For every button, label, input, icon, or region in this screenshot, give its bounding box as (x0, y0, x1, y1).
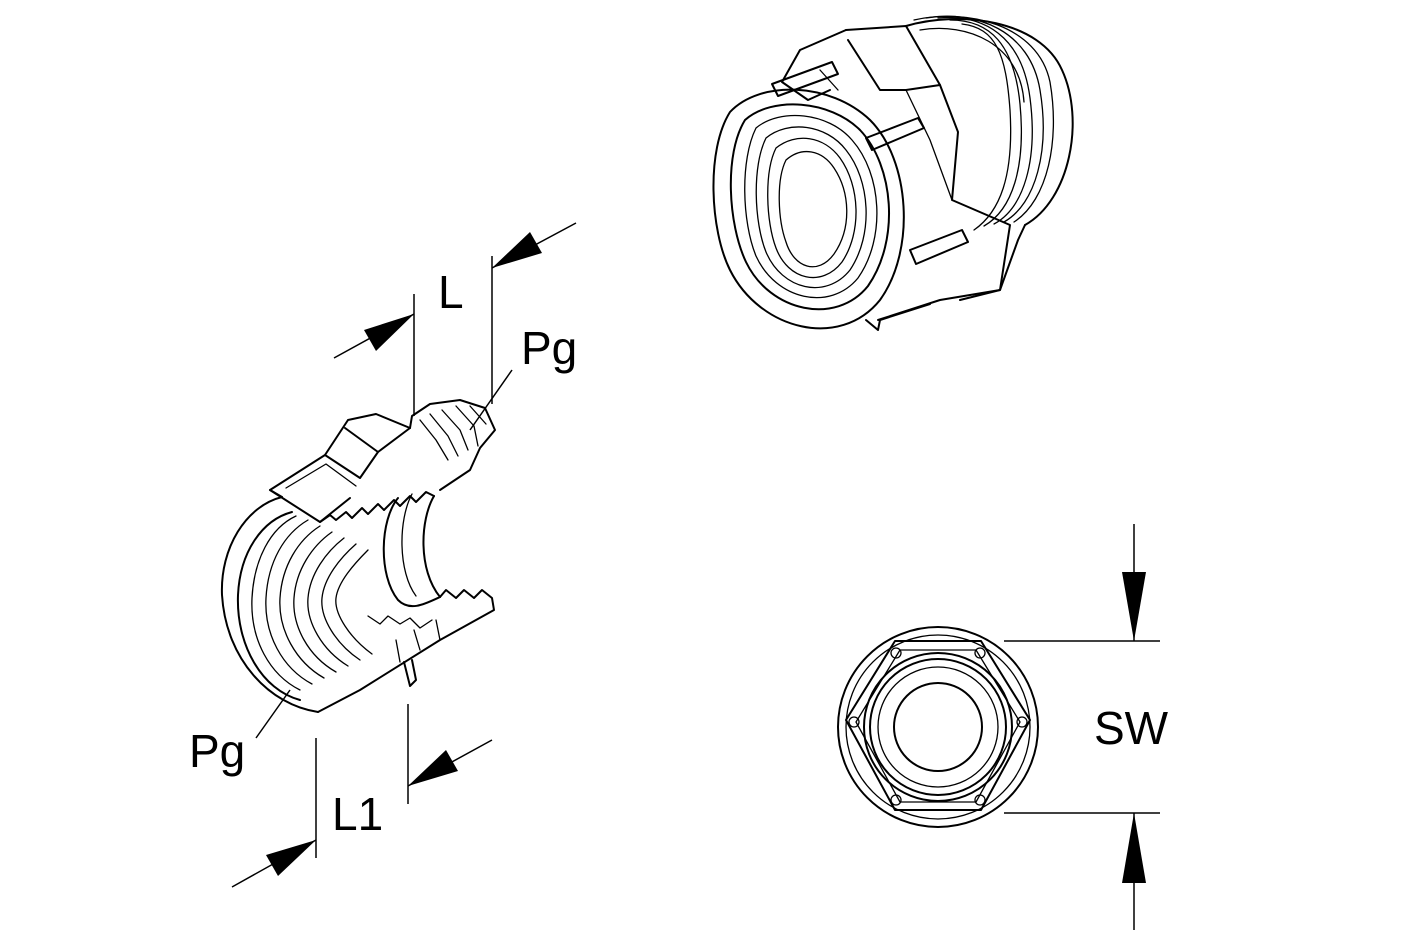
adapter-front-view (837, 626, 1039, 828)
label-sw: SW (1094, 702, 1169, 754)
dimension-l: L (333, 222, 577, 416)
leader-pg-top: Pg (469, 322, 577, 431)
label-pg-bottom: Pg (189, 725, 245, 777)
label-pg-top: Pg (521, 322, 577, 374)
dimension-sw: SW (1004, 524, 1169, 930)
dimension-l1: L1 (231, 704, 493, 888)
leader-pg-bottom: Pg (189, 689, 291, 777)
label-l: L (438, 266, 464, 318)
label-l1: L1 (332, 788, 383, 840)
adapter-cutaway-view (220, 399, 496, 713)
adapter-isometric-view (712, 15, 1074, 331)
